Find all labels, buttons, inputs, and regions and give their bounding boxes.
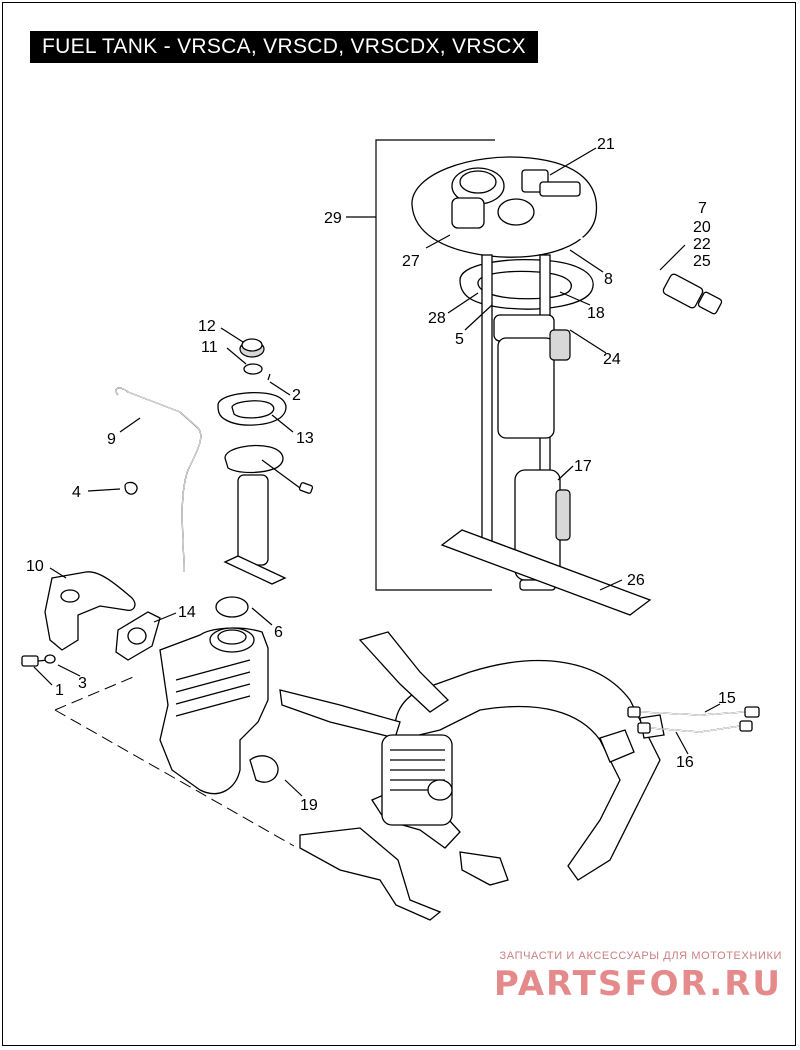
callout-27: 27	[402, 253, 420, 270]
callout-17: 17	[574, 458, 592, 475]
callout-4: 4	[72, 484, 81, 501]
callout-16: 16	[676, 754, 694, 771]
callout-21: 21	[597, 136, 615, 153]
callout-24: 24	[603, 351, 621, 368]
callout-26: 26	[627, 572, 645, 589]
callout-15: 15	[718, 690, 736, 707]
callout-10: 10	[26, 558, 44, 575]
watermark-tagline: ЗАПЧАСТИ И АКСЕССУАРЫ ДЛЯ МОТОТЕХНИКИ	[499, 950, 782, 962]
fuel-hoses	[627, 706, 760, 734]
leader-lines	[33, 147, 721, 797]
callout-8: 8	[604, 271, 613, 288]
mount-bracket	[21, 571, 295, 847]
callout-3: 3	[78, 675, 87, 692]
callout-6: 6	[274, 624, 283, 641]
fuel-pump-module-small	[115, 338, 314, 618]
diagram-title: FUEL TANK - VRSCA, VRSCD, VRSCDX, VRSCX	[30, 31, 538, 63]
callout-18: 18	[587, 305, 605, 322]
watermark-logo: PARTSFOR.RU	[493, 964, 782, 1004]
callout-5: 5	[455, 331, 464, 348]
callout-13: 13	[296, 430, 314, 447]
site-watermark: ЗАПЧАСТИ И АКСЕССУАРЫ ДЛЯ МОТОТЕХНИКИ PA…	[482, 950, 782, 1004]
callout-22: 22	[693, 236, 711, 253]
callout-29: 29	[324, 210, 342, 227]
callout-14: 14	[178, 604, 196, 621]
callout-25: 25	[693, 253, 711, 270]
callout-1: 1	[55, 682, 64, 699]
motorcycle-frame	[279, 631, 665, 921]
fuel-pump-module-detail	[411, 156, 723, 616]
callout-20: 20	[693, 219, 711, 236]
callout-7: 7	[698, 200, 707, 217]
callout-28: 28	[428, 310, 446, 327]
fuel-tank	[159, 627, 279, 795]
assembly-bracket	[346, 139, 495, 591]
callout-11: 11	[201, 339, 218, 356]
callout-2: 2	[292, 387, 301, 404]
callout-9: 9	[107, 431, 116, 448]
callout-labels: 1 2 3 4 5 6 7 8 9 10 11 12 13 14 15 16 1…	[26, 136, 736, 814]
callout-12: 12	[198, 318, 216, 335]
callout-19: 19	[300, 797, 318, 814]
